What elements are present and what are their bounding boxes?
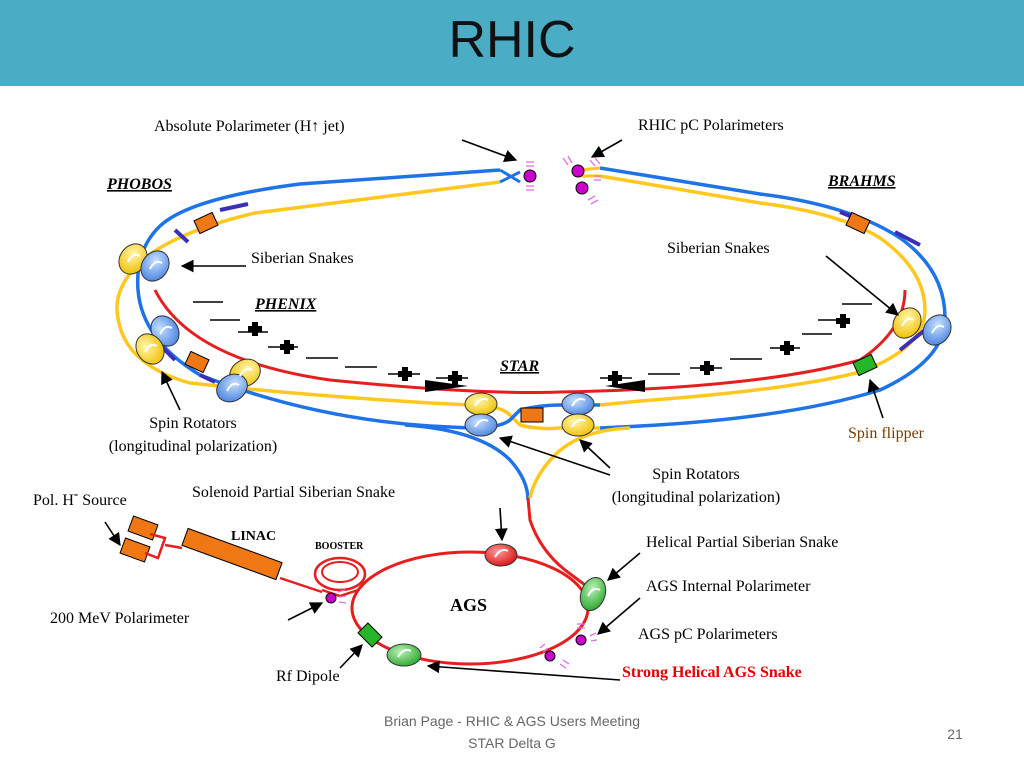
rhic-yellow-ring [115,174,927,407]
label-ags: AGS [450,595,487,615]
label-ags-pc-polarimeters: AGS pC Polarimeters [638,626,778,643]
spin-rotators-star [464,392,595,437]
label-brahms: BRAHMS [827,173,896,190]
blue-injection-line [404,423,530,501]
rf-dipole-box [357,622,383,648]
beamline-markers [248,314,850,392]
booster-ring [313,556,367,592]
yellow-injection-line [528,426,631,499]
red-transfer-line [526,497,586,587]
booster-inner [321,561,359,583]
helical-partial-snake [579,577,607,611]
label-200mev-polarimeter: 200 MeV Polarimeter [50,610,190,627]
label-linac: LINAC [231,529,276,544]
label-booster: BOOSTER [315,541,364,552]
label-phenix: PHENIX [254,296,317,313]
spin-rotators-left-upper [135,315,180,365]
annotation-arrows [104,139,899,681]
label-rf-dipole: Rf Dipole [276,668,340,685]
dark-blue-segments [153,202,927,384]
orange-magnets [184,211,871,423]
linac-box [181,527,283,581]
label-star: STAR [500,358,539,375]
label-absolute-polarimeter: Absolute Polarimeter (H↑ jet) [154,118,345,135]
label-ags-internal-polarimeter: AGS Internal Polarimeter [646,578,811,595]
spin-rotators-left-lower [216,358,261,403]
ags-polarimeter-dots [325,589,598,669]
footer-line-1: Brian Page - RHIC & AGS Users Meeting [384,713,640,729]
rhic-polarimeter-dots [523,155,601,205]
label-spin-flipper: Spin flipper [848,425,925,442]
booster-exit [321,588,359,598]
label-rhic-pc-polarimeters: RHIC pC Polarimeters [638,117,784,134]
source-connector [144,532,167,560]
label-helical-partial-snake: Helical Partial Siberian Snake [646,534,838,551]
strong-helical-snake [386,643,422,667]
label-siberian-snakes-right: Siberian Snakes [667,240,770,257]
solenoid-snake [484,543,518,567]
siberian-snakes-left [118,243,170,282]
slide-title: RHIC [448,11,576,69]
linac-to-booster [164,543,323,594]
title-bar [0,0,1024,86]
label-spin-rotators-right: Spin Rotators [652,466,740,483]
page-number: 21 [947,726,963,742]
label-strong-helical-snake: Strong Helical AGS Snake [622,664,802,681]
label-spin-rotators-right-sub: (longitudinal polarization) [612,489,780,506]
siberian-snakes-right [892,307,952,346]
label-siberian-snakes-left: Siberian Snakes [251,250,354,267]
label-spin-rotators-left-sub: (longitudinal polarization) [109,438,277,455]
spin-flipper-box [852,353,878,377]
label-pol-source: Pol. H- Source [33,486,127,509]
top-crossing [499,168,521,184]
label-phobos: PHOBOS [106,176,172,193]
label-spin-rotators-left: Spin Rotators [149,415,237,432]
footer-line-2: STAR Delta G [468,735,556,751]
label-solenoid-snake: Solenoid Partial Siberian Snake [192,484,395,501]
